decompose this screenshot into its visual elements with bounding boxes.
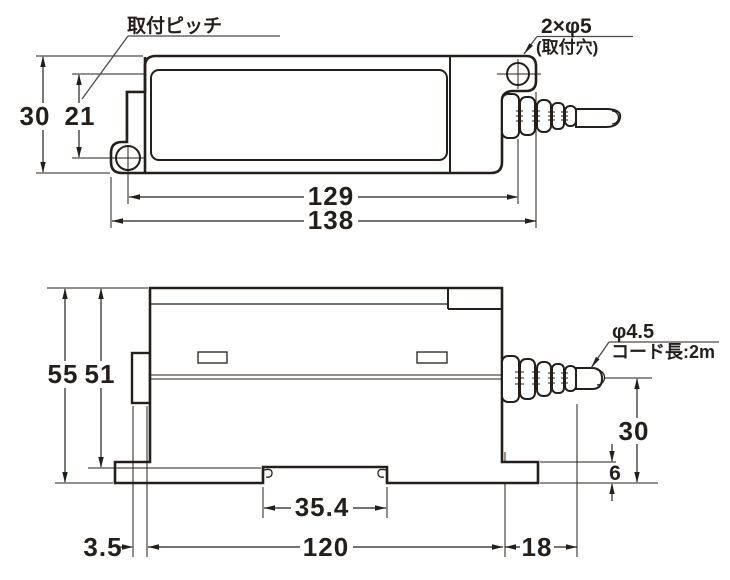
hole-callout-note: (取付穴) (536, 37, 598, 57)
gland-grooves-side (515, 371, 568, 385)
left-tab-side (130, 351, 152, 405)
dim-text-129: 129 (308, 181, 354, 211)
dim-foot-height-6: 6 (605, 444, 624, 501)
dim-tab-extensions (132, 406, 148, 557)
lid-top (150, 69, 448, 161)
amplifier-body-side (88, 286, 540, 485)
dim-bottom-row: 3.5 120 18 (83, 532, 577, 562)
din-hook-left (263, 468, 273, 478)
gland-grooves (516, 110, 568, 122)
mounting-pitch-label: 取付ピッチ (127, 14, 222, 37)
body-outline-side (113, 286, 540, 485)
side-view-extension-lines (47, 287, 658, 557)
side-slot-left (197, 351, 228, 364)
dim-cable-height-30: 30 (616, 378, 656, 483)
dim-text-51: 51 (85, 359, 116, 389)
cable-side (575, 367, 604, 390)
side-slot-right (416, 351, 448, 364)
callout-cable: φ4.5 コード長:2m (590, 321, 719, 369)
cable-break-mark (611, 110, 620, 125)
top-view: 取付ピッチ 2×φ5 (取付穴) 30 21 129 138 (19, 14, 633, 235)
din-hook-right (377, 468, 387, 478)
cable-gland-side (501, 355, 606, 403)
body-outline-top (109, 54, 538, 175)
cable-length-label: コード長:2m (611, 342, 715, 362)
dim-text-120: 120 (303, 532, 349, 562)
dim-text-30-side: 30 (619, 416, 650, 446)
dim-text-21: 21 (65, 101, 96, 131)
dim-text-138: 138 (308, 205, 354, 235)
dim-din-channel-35-4: 35.4 (264, 492, 386, 522)
cable-gland-top (501, 93, 622, 139)
hole-crosshairs (72, 59, 541, 204)
dim-text-6: 6 (609, 462, 621, 485)
hole-callout-label: 2×φ5 (541, 15, 592, 38)
cable-top (575, 108, 622, 128)
amplifier-body-top (72, 54, 541, 204)
cable-break-mark-side (596, 369, 606, 386)
dim-text-35-4: 35.4 (295, 492, 350, 522)
top-view-dim-texts: 30 21 129 138 (19, 101, 358, 235)
dim-text-3-5: 3.5 (83, 532, 122, 562)
side-view: φ4.5 コード長:2m 35.4 3.5 120 (46, 286, 719, 562)
callout-mounting-pitch: 取付ピッチ (81, 14, 280, 100)
dim-text-18: 18 (522, 532, 553, 562)
dim-text-30: 30 (20, 101, 51, 131)
dim-text-55: 55 (48, 359, 79, 389)
side-view-dim-texts: 55 51 (46, 359, 117, 389)
callout-mounting-holes: 2×φ5 (取付穴) (523, 15, 633, 57)
cable-dia-label: φ4.5 (612, 321, 654, 343)
